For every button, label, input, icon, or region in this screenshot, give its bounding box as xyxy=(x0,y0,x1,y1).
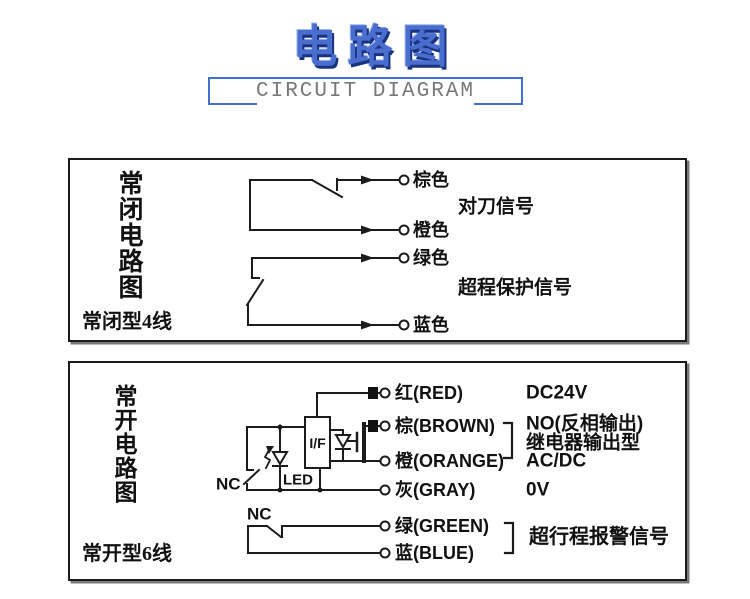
nc-label-alarm: NC xyxy=(247,505,272,524)
arrow-icon xyxy=(361,320,374,330)
terminal-blue xyxy=(398,319,410,331)
junction-dots xyxy=(277,424,323,493)
wire-label-blue: 蓝色 xyxy=(413,314,449,335)
terminal-green xyxy=(379,520,391,532)
terminal-blue xyxy=(379,547,391,559)
wire-label-green: 绿(GREEN) xyxy=(395,515,489,536)
no-panel-vertical-title: 常 开 电 路 图 xyxy=(114,384,138,505)
terminal-orange xyxy=(398,224,410,236)
page-title: 电路图 xyxy=(292,21,458,72)
wire-label-brown: 棕(BROWN) xyxy=(395,415,495,436)
nc-switch-1 xyxy=(249,178,400,231)
terminal-brown xyxy=(379,420,391,432)
wire-label-brown: 棕色 xyxy=(413,169,449,190)
terminal-green xyxy=(398,252,410,264)
annotation-0v: 0V xyxy=(526,480,550,501)
if-top-wire xyxy=(316,392,369,418)
terminal-orange xyxy=(379,455,391,467)
nc-circuit-panel: 常 闭 电 路 图 常闭型4线 xyxy=(68,158,687,342)
page-subtitle: CIRCUIT DIAGRAM xyxy=(255,79,476,103)
if-box xyxy=(304,416,331,469)
terminal-gray xyxy=(379,484,391,496)
diode-branch xyxy=(329,429,352,462)
nc-switch-alarm xyxy=(247,524,382,554)
annotation-output-line3: AC/DC xyxy=(526,451,586,472)
bracket-alarm-pair xyxy=(503,521,515,555)
signal-label-overtravel: 超程保护信号 xyxy=(457,276,572,299)
arrow-icon xyxy=(361,225,374,235)
annotation-dc24v: DC24V xyxy=(526,383,588,404)
led-branch xyxy=(271,426,289,491)
light-arrowhead-icon xyxy=(266,446,274,454)
arrow-icons xyxy=(361,175,374,330)
transistor xyxy=(347,422,369,463)
terminal-brown xyxy=(398,174,410,186)
nc-circuit-drawing: 棕色 橙色 绿色 蓝色 对刀信号 超程保护信号 xyxy=(245,169,572,335)
arrow-icon xyxy=(361,253,374,263)
subtitle-box: CIRCUIT DIAGRAM xyxy=(208,77,523,107)
terminals xyxy=(398,174,410,331)
nc-switch-2 xyxy=(245,257,400,326)
nc-panel-vertical-title: 常 闭 电 路 图 xyxy=(118,171,144,302)
wire-label-gray: 灰(GRAY) xyxy=(395,479,475,500)
led-label: LED xyxy=(283,472,313,489)
signal-label-tool-setting: 对刀信号 xyxy=(458,195,534,218)
terminals xyxy=(379,387,391,559)
light-arrow-icon xyxy=(263,448,272,470)
wire-label-blue: 蓝(BLUE) xyxy=(395,543,474,563)
no-circuit-drawing: NC NC I/F LED 红(RED) 棕(BROWN) 橙(ORANGE) … xyxy=(216,382,669,563)
subtitle-box-bottom-gap xyxy=(257,101,474,107)
nc-label-sensor: NC xyxy=(216,475,241,494)
connector-square-red xyxy=(368,387,378,399)
annotation-output-line1: NO(反相输出) xyxy=(526,412,643,435)
annotation-alarm: 超行程报警信号 xyxy=(528,524,669,548)
no-type-label: 常开型6线 xyxy=(82,543,172,565)
wire-label-orange: 橙(ORANGE) xyxy=(395,450,504,471)
wire-label-orange: 橙色 xyxy=(413,219,449,240)
connector-square-brown xyxy=(368,420,378,432)
terminal-red xyxy=(379,387,391,399)
if-box-label: I/F xyxy=(309,435,326,451)
wire-label-green: 绿色 xyxy=(413,247,449,268)
arrow-icon xyxy=(361,175,374,185)
wire-label-red: 红(RED) xyxy=(395,382,463,403)
no-circuit-panel: 常 开 电 路 图 常开型6线 xyxy=(68,361,687,581)
bracket-output-pair xyxy=(502,421,514,460)
nc-switch-sensor xyxy=(242,426,261,491)
nc-type-label: 常闭型4线 xyxy=(82,311,172,333)
annotation-output-line2: 继电器输出型 xyxy=(526,431,640,454)
